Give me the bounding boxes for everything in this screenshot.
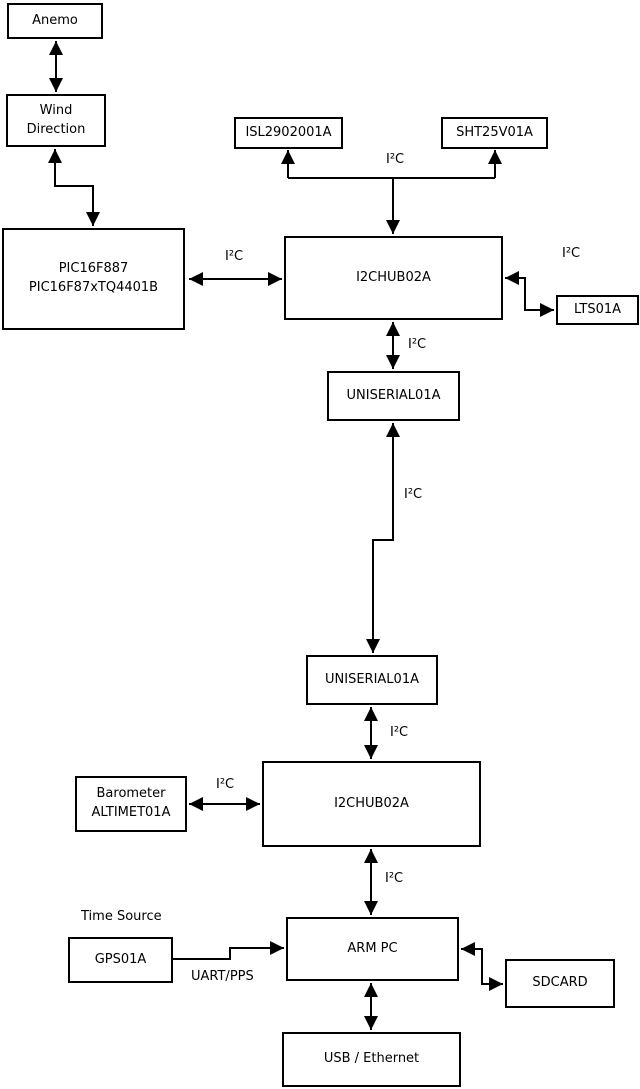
label-i2c-hub2-armpc: I²C: [385, 871, 404, 886]
edge-uniserial1-uniserial2: [366, 423, 400, 653]
edge-hub1-lts: [505, 271, 554, 317]
label-i2c-pic-hub1: I²C: [225, 249, 244, 264]
node-sht25v01a: SHT25V01A: [441, 117, 548, 149]
node-usb-ethernet: USB / Ethernet: [282, 1032, 461, 1087]
node-uniserial1-label: UNISERIAL01A: [346, 387, 441, 403]
node-anemo: Anemo: [7, 3, 103, 39]
node-barometer-altimet01a: Barometer ALTIMET01A: [75, 776, 187, 832]
node-gps01a: GPS01A: [68, 937, 173, 983]
node-pic-line1: PIC16F887: [58, 261, 129, 277]
label-i2c-uniserial-link: I²C: [404, 487, 423, 502]
node-armpc-label: ARM PC: [347, 940, 398, 956]
node-uniserial2-label: UNISERIAL01A: [325, 671, 419, 687]
label-uart-pps: UART/PPS: [191, 969, 254, 984]
node-uniserial01a-1: UNISERIAL01A: [327, 371, 460, 421]
node-i2chub02a-2: I2CHUB02A: [262, 761, 481, 847]
edge-gps-armpc: [173, 941, 284, 960]
node-lts01a: LTS01A: [556, 295, 639, 325]
label-i2c-hub1-uniserial1: I²C: [408, 337, 427, 352]
node-i2chub02a-1: I2CHUB02A: [284, 236, 503, 320]
node-isl2902001a: ISL2902001A: [234, 117, 343, 149]
node-anemo-label: Anemo: [32, 12, 78, 28]
edge-wind-pic: [48, 149, 100, 226]
edge-armpc-sdcard: [461, 942, 503, 991]
node-sdcard-label: SDCARD: [532, 975, 588, 991]
label-i2c-barometer-hub2: I²C: [216, 777, 235, 792]
node-wind-direction-line2: Direction: [26, 121, 86, 137]
node-pic: PIC16F887 PIC16F87xTQ4401B: [2, 228, 185, 330]
label-i2c-sensors-top: I²C: [386, 152, 405, 167]
label-i2c-hub1-lts: I²C: [562, 246, 581, 261]
label-i2c-uniserial2-hub2: I²C: [390, 725, 409, 740]
node-uniserial01a-2: UNISERIAL01A: [306, 655, 438, 705]
node-arm-pc: ARM PC: [286, 917, 459, 981]
node-hub1-label: I2CHUB02A: [356, 269, 431, 285]
node-lts-label: LTS01A: [573, 301, 622, 317]
node-isl-label: ISL2902001A: [245, 124, 332, 140]
node-barometer-line1: Barometer: [96, 786, 166, 802]
node-gps-label: GPS01A: [94, 951, 147, 967]
node-sdcard: SDCARD: [505, 959, 615, 1008]
label-time-source: Time Source: [81, 909, 162, 924]
node-pic-line2: PIC16F87xTQ4401B: [28, 280, 159, 295]
node-wind-direction-line1: Wind: [39, 102, 73, 118]
node-hub2-label: I2CHUB02A: [334, 795, 409, 811]
node-usb-label: USB / Ethernet: [323, 1051, 420, 1067]
node-wind-direction: Wind Direction: [6, 94, 106, 147]
node-sht-label: SHT25V01A: [456, 124, 533, 140]
node-barometer-line2: ALTIMET01A: [91, 805, 171, 820]
